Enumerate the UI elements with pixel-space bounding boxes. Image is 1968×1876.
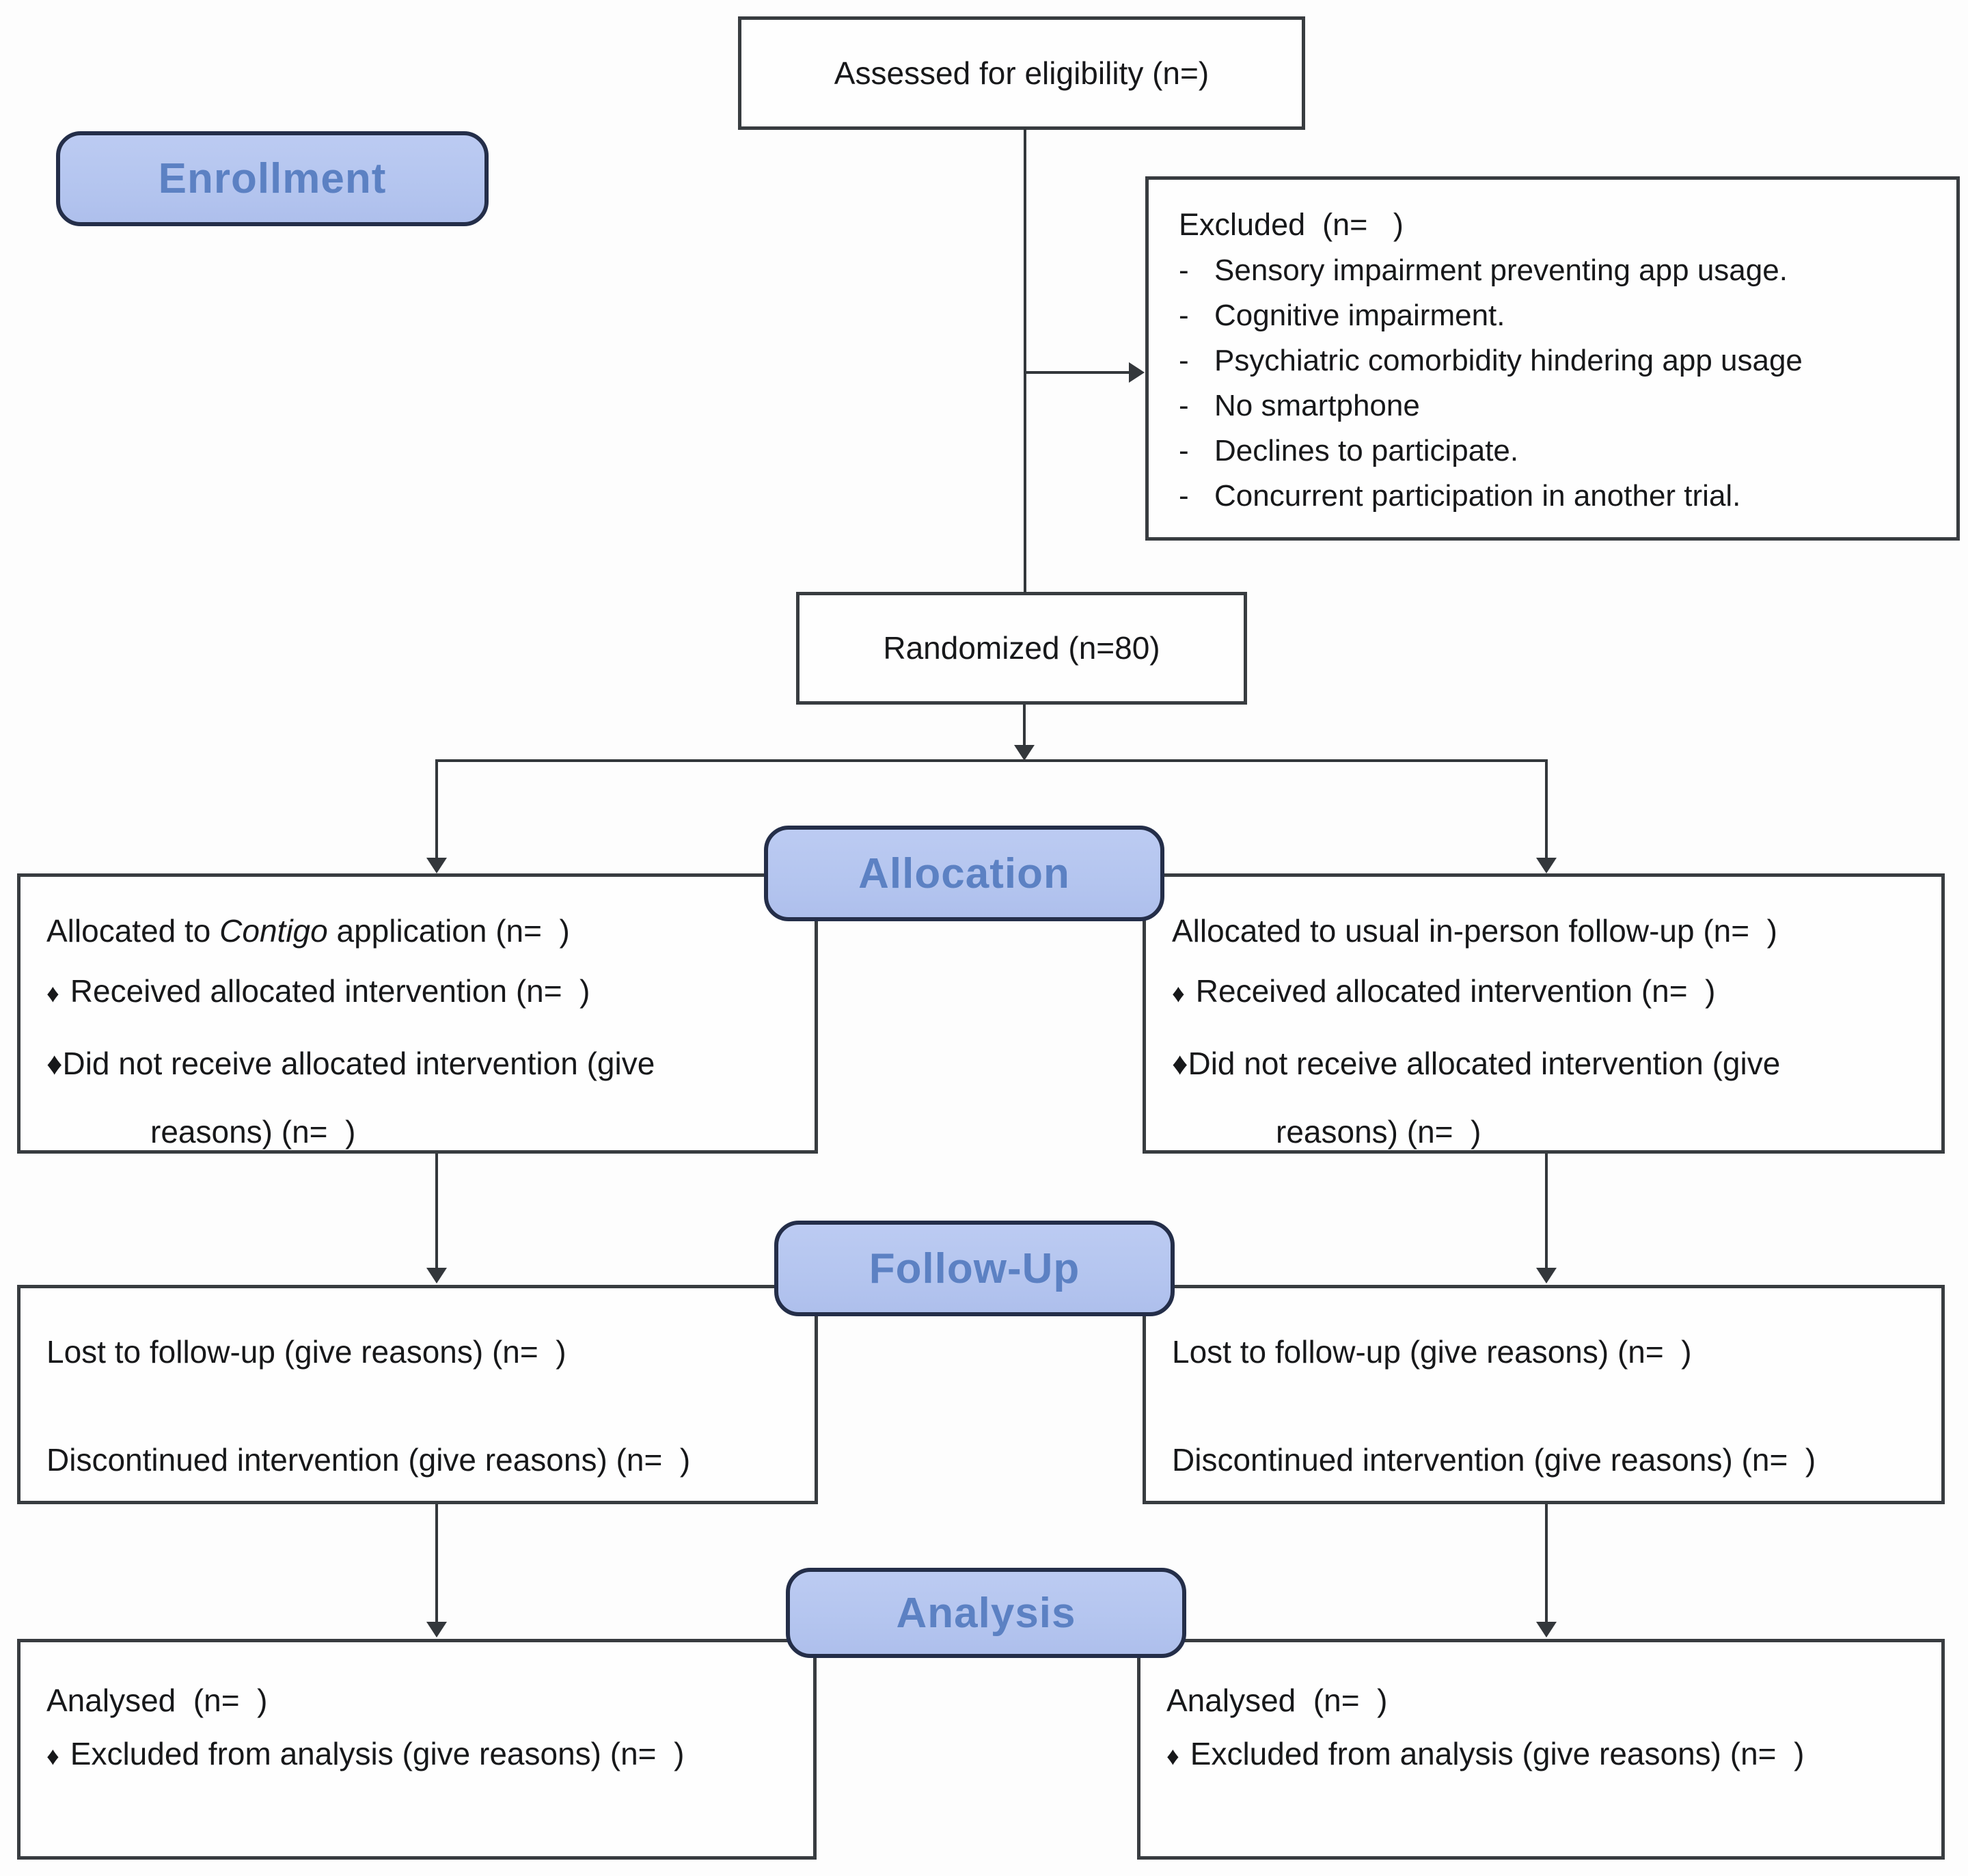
arrowhead-analysis-left-icon — [426, 1622, 447, 1637]
allocation-left-bullet1-text: Received allocated intervention (n= ) — [70, 973, 590, 1009]
connector-followup-to-analysis-left — [435, 1504, 438, 1624]
arrowhead-analysis-right-icon — [1536, 1622, 1557, 1637]
diamond-bullet-icon: ♦ — [46, 1742, 59, 1771]
branch-line — [435, 759, 1548, 762]
allocation-stage-text: Allocation — [858, 849, 1070, 897]
dash-bullet-icon: - — [1179, 434, 1189, 467]
allocation-right-title: Allocated to usual in-person follow-up (… — [1172, 913, 1777, 949]
excluded-reason-text: Cognitive impairment. — [1214, 299, 1505, 332]
connector-followup-to-analysis-right — [1545, 1504, 1548, 1624]
dash-bullet-icon: - — [1179, 389, 1189, 422]
connector-allocation-to-followup-left — [435, 1154, 438, 1270]
excluded-box: Excluded (n= ) - Sensory impairment prev… — [1145, 176, 1960, 541]
followup-left-line2: Discontinued intervention (give reasons)… — [46, 1442, 691, 1478]
analysis-left-bullet-text: Excluded from analysis (give reasons) (n… — [70, 1736, 685, 1772]
excluded-reason-text: Sensory impairment preventing app usage. — [1214, 254, 1788, 287]
enrollment-stage-label: Enrollment — [56, 131, 489, 226]
excluded-reason-item: - Cognitive impairment. — [1179, 293, 1932, 338]
allocation-left-bullet2-line1: Did not receive allocated intervention (… — [62, 1046, 655, 1082]
arrowhead-followup-right-icon — [1536, 1268, 1557, 1283]
analysis-stage-label: Analysis — [786, 1568, 1186, 1658]
connector-branch-to-allocation-right — [1545, 761, 1548, 860]
dash-bullet-icon: - — [1179, 479, 1189, 513]
excluded-reason-item: - Psychiatric comorbidity hindering app … — [1179, 338, 1932, 383]
analysis-stage-text: Analysis — [896, 1589, 1076, 1637]
allocation-right-bullet1: ♦ Received allocated intervention (n= ) — [1172, 970, 1918, 1012]
allocation-left-title-post: application (n= ) — [327, 913, 570, 949]
excluded-reason-text: Psychiatric comorbidity hindering app us… — [1214, 344, 1803, 377]
randomized-text: Randomized (n=80) — [883, 630, 1160, 666]
excluded-reason-text: No smartphone — [1214, 389, 1420, 422]
diamond-bullet-icon: ♦ — [46, 979, 59, 1008]
dash-bullet-icon: - — [1179, 344, 1189, 377]
followup-stage-label: Follow-Up — [774, 1221, 1175, 1316]
diamond-bullet-icon: ♦ — [1166, 1742, 1179, 1771]
analysis-left-box: Analysed (n= ) ♦ Excluded from analysis (… — [17, 1639, 817, 1860]
connector-randomized-to-branch — [1023, 705, 1026, 747]
excluded-reason-item: - Concurrent participation in another tr… — [1179, 474, 1932, 519]
excluded-reason-text: Declines to participate. — [1214, 434, 1519, 467]
arrowhead-allocation-right-icon — [1536, 858, 1557, 873]
assessed-eligibility-box: Assessed for eligibility (n=) — [738, 16, 1305, 130]
randomized-box: Randomized (n=80) — [796, 592, 1247, 705]
allocation-right-bullet2-line1: Did not receive allocated intervention (… — [1188, 1046, 1781, 1082]
allocation-left-title-italic: Contigo — [219, 913, 328, 949]
allocation-left-title: Allocated to Contigo application (n= ) — [46, 910, 791, 952]
allocation-right-bullet2: ♦Did not receive allocated intervention … — [1172, 1042, 1918, 1153]
arrowhead-followup-left-icon — [426, 1268, 447, 1283]
connector-allocation-to-followup-right — [1545, 1154, 1548, 1270]
followup-right-box: Lost to follow-up (give reasons) (n= ) D… — [1143, 1285, 1945, 1504]
allocation-right-box: Allocated to usual in-person follow-up (… — [1143, 873, 1945, 1154]
followup-left-box: Lost to follow-up (give reasons) (n= ) D… — [17, 1285, 818, 1504]
followup-right-line2: Discontinued intervention (give reasons)… — [1172, 1442, 1816, 1478]
allocation-left-bullet2-line2: reasons) (n= ) — [150, 1114, 356, 1150]
connector-assessed-to-randomized — [1024, 128, 1026, 593]
diamond-bullet-icon: ♦ — [1172, 979, 1185, 1008]
allocation-right-bullet1-text: Received allocated intervention (n= ) — [1195, 973, 1716, 1009]
dash-bullet-icon: - — [1179, 254, 1189, 287]
excluded-reason-text: Concurrent participation in another tria… — [1214, 479, 1741, 513]
excluded-reason-item: - No smartphone — [1179, 383, 1932, 429]
excluded-header: Excluded (n= ) — [1179, 207, 1404, 242]
analysis-right-box: Analysed (n= ) ♦ Excluded from analysis (… — [1137, 1639, 1945, 1860]
analysis-left-line1: Analysed (n= ) — [46, 1683, 268, 1718]
allocation-left-bullet2: ♦Did not receive allocated intervention … — [46, 1042, 791, 1153]
connector-to-excluded — [1025, 371, 1132, 374]
analysis-right-bullet-text: Excluded from analysis (give reasons) (n… — [1190, 1736, 1805, 1772]
followup-stage-text: Follow-Up — [869, 1245, 1080, 1292]
assessed-eligibility-text: Assessed for eligibility (n=) — [834, 55, 1210, 91]
diamond-bullet-icon: ♦ — [1172, 1046, 1188, 1082]
excluded-reason-item: - Sensory impairment preventing app usag… — [1179, 248, 1932, 293]
arrowhead-branch-icon — [1014, 745, 1035, 761]
analysis-right-line1: Analysed (n= ) — [1166, 1683, 1388, 1718]
enrollment-stage-text: Enrollment — [158, 155, 387, 202]
allocation-left-title-pre: Allocated to — [46, 913, 220, 949]
analysis-right-bullet: ♦ Excluded from analysis (give reasons) (… — [1166, 1732, 1918, 1775]
allocation-stage-label: Allocation — [764, 826, 1164, 921]
arrowhead-allocation-left-icon — [426, 858, 447, 873]
dash-bullet-icon: - — [1179, 299, 1189, 332]
followup-right-line1: Lost to follow-up (give reasons) (n= ) — [1172, 1334, 1692, 1370]
allocation-right-bullet2-line2: reasons) (n= ) — [1276, 1114, 1481, 1150]
analysis-left-bullet: ♦ Excluded from analysis (give reasons) (… — [46, 1732, 790, 1775]
connector-branch-to-allocation-left — [435, 761, 438, 860]
excluded-reason-item: - Declines to participate. — [1179, 429, 1932, 474]
diamond-bullet-icon: ♦ — [46, 1046, 63, 1082]
arrowhead-excluded-icon — [1129, 362, 1145, 383]
allocation-left-box: Allocated to Contigo application (n= ) ♦… — [17, 873, 818, 1154]
followup-left-line1: Lost to follow-up (give reasons) (n= ) — [46, 1334, 566, 1370]
allocation-left-bullet1: ♦ Received allocated intervention (n= ) — [46, 970, 791, 1012]
